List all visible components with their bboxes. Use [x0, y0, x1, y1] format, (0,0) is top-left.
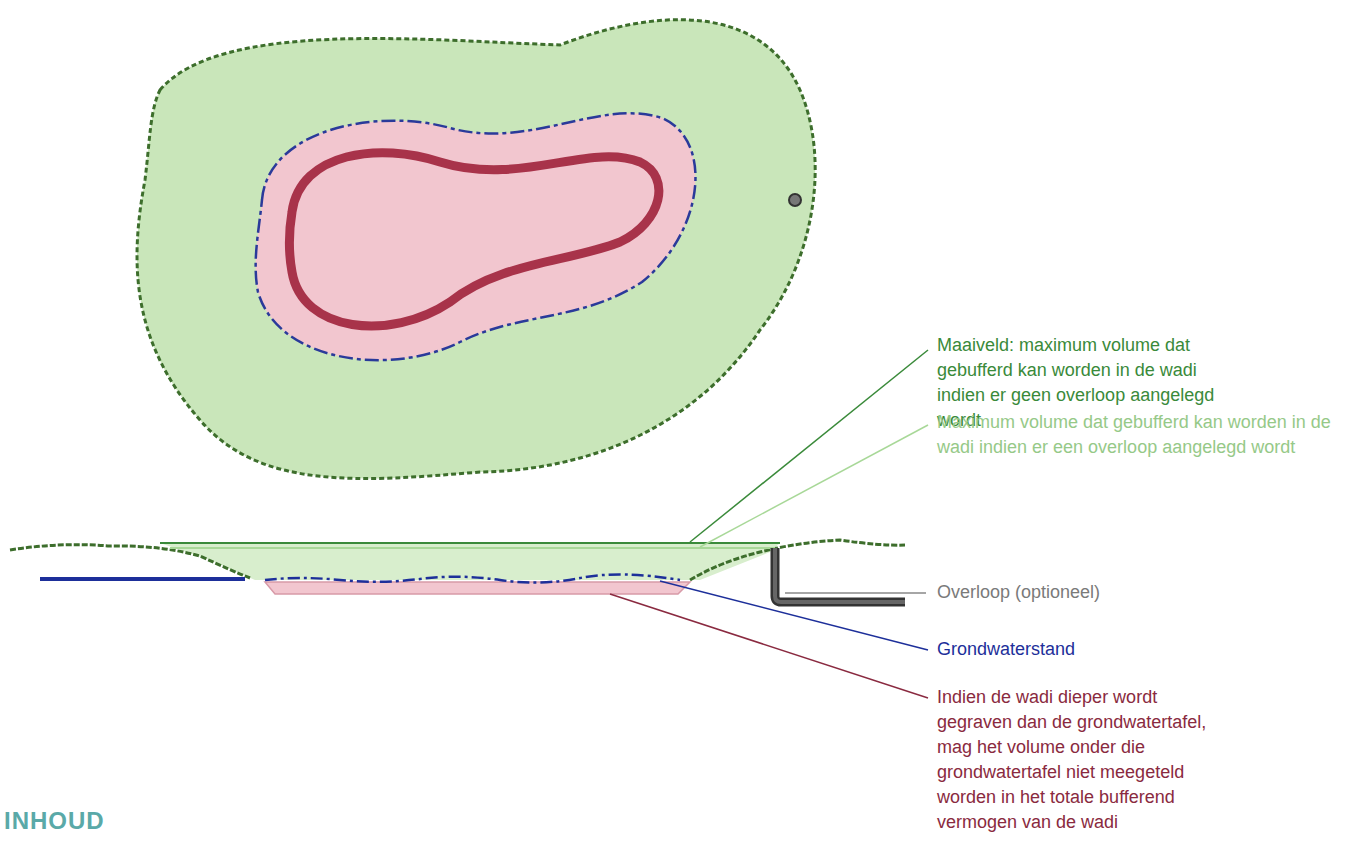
below-groundwater — [265, 582, 690, 594]
leader-line — [785, 592, 926, 594]
wadi-bottom — [256, 113, 696, 360]
leader-line — [610, 594, 928, 698]
callout-label: Maximum volume dat gebufferd kan worden … — [937, 410, 1367, 460]
groundwater-line — [40, 577, 245, 581]
wadi-top-view — [137, 20, 815, 479]
water-volume — [160, 543, 780, 580]
overflow-pipe-inner — [775, 548, 905, 602]
wadi-inner-loop — [289, 153, 659, 326]
leader-line — [700, 425, 928, 547]
section-heading: INHOUD — [4, 806, 204, 836]
leader-line — [690, 350, 928, 542]
maaiveld-line — [160, 542, 780, 544]
groundwater-dashed — [265, 574, 680, 582]
overflow-pipe — [775, 548, 905, 602]
callout-label: Overloop (optioneel) — [937, 580, 1337, 605]
overflow-level — [170, 547, 775, 549]
leader-line — [660, 581, 928, 650]
overflow-top — [789, 194, 801, 206]
callout-label: Grondwaterstand — [937, 637, 1337, 662]
callout-label: Indien de wadi dieper wordt gegraven dan… — [937, 685, 1237, 835]
